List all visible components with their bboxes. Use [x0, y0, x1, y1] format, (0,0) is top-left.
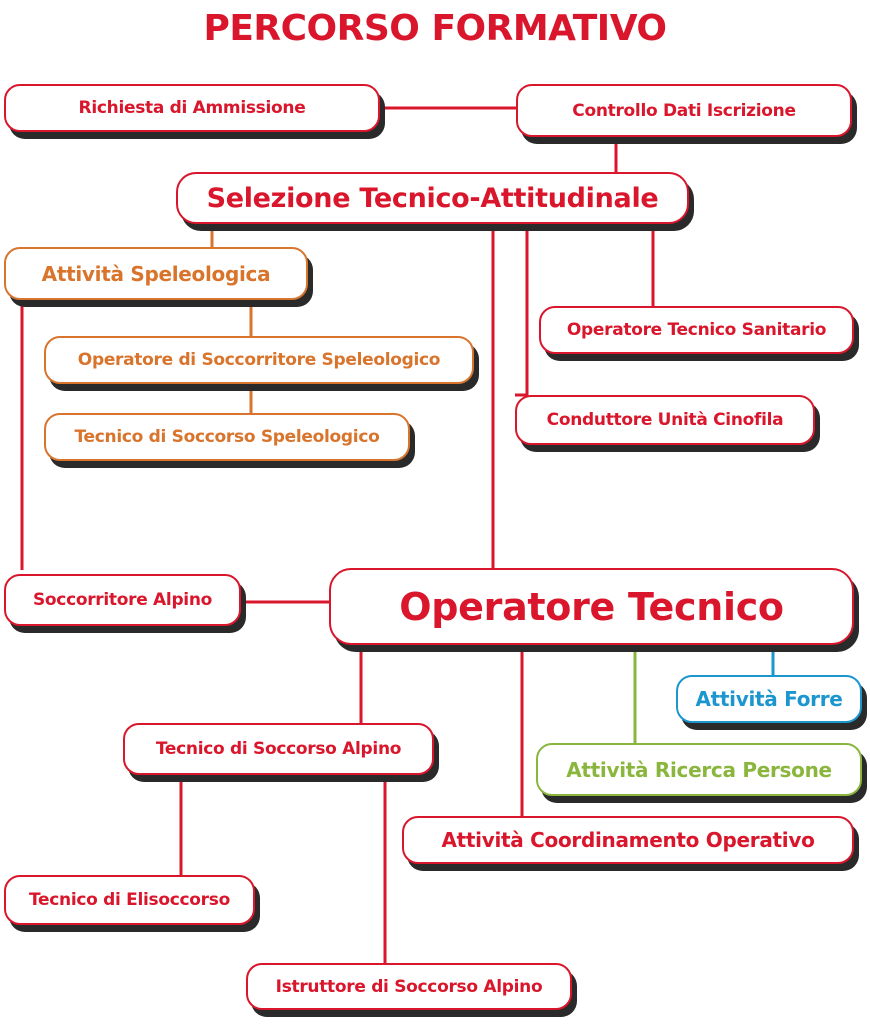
node-conduttore-unita-cinofila: Conduttore Unità Cinofila — [515, 395, 815, 445]
node-tecnico-soccorso-alpino: Tecnico di Soccorso Alpino — [123, 723, 434, 775]
connector-selezione-cinofila — [515, 224, 529, 397]
node-operatore-tecnico-sanitario: Operatore Tecnico Sanitario — [539, 306, 854, 354]
node-richiesta-ammissione: Richiesta di Ammissione — [4, 84, 380, 132]
node-soccorritore-alpino: Soccorritore Alpino — [4, 574, 241, 626]
node-attivita-coordinamento-operativo: Attività Coordinamento Operativo — [402, 816, 854, 864]
diagram-title: PERCORSO FORMATIVO — [203, 8, 667, 49]
node-controllo-dati-iscrizione: Controllo Dati Iscrizione — [516, 84, 852, 137]
node-attivita-forre: Attività Forre — [676, 675, 862, 723]
node-attivita-speleologica: Attività Speleologica — [4, 247, 308, 300]
node-operatore-soccorritore-speleologico: Operatore di Soccorritore Speleologico — [44, 336, 474, 384]
node-attivita-ricerca-persone: Attività Ricerca Persone — [536, 743, 862, 796]
node-tecnico-elisoccorso: Tecnico di Elisoccorso — [4, 875, 255, 925]
node-operatore-tecnico: Operatore Tecnico — [329, 568, 854, 645]
node-tecnico-soccorso-speleologico: Tecnico di Soccorso Speleologico — [44, 413, 410, 461]
node-istruttore-soccorso-alpino: Istruttore di Soccorso Alpino — [246, 963, 572, 1010]
node-selezione-tecnico-attitudinale: Selezione Tecnico-Attitudinale — [176, 172, 689, 224]
